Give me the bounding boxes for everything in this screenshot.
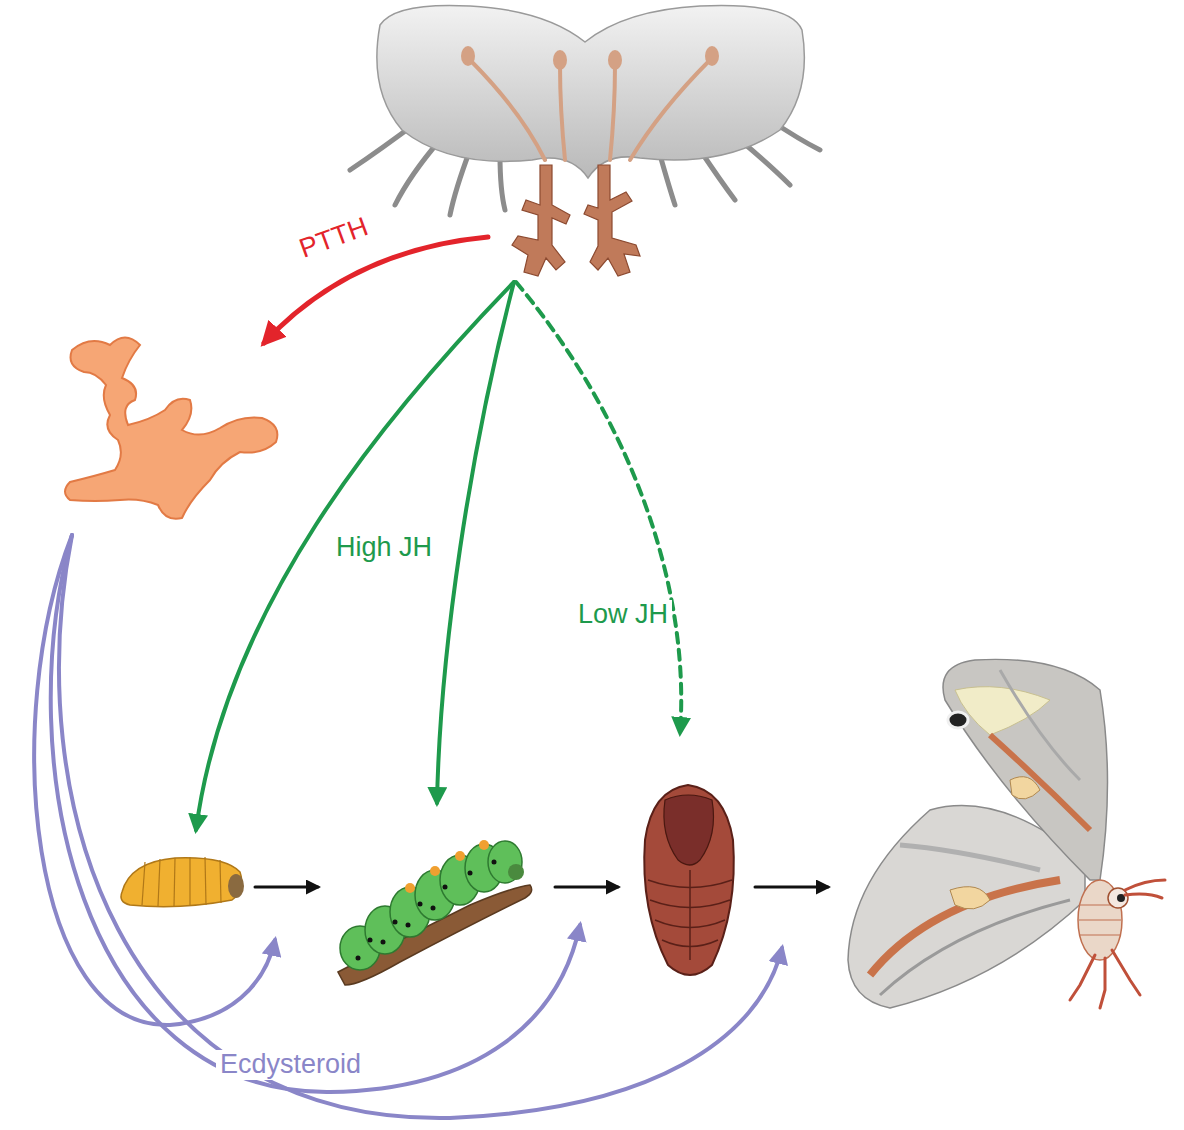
adult-moth	[1079, 905, 1121, 935]
hormone-arrows	[755, 886, 828, 889]
caterpillar	[468, 871, 473, 876]
hormone-arrows	[516, 282, 681, 733]
caterpillar	[356, 956, 361, 961]
caterpillar	[405, 883, 415, 893]
hormone-label: Low JH	[574, 600, 672, 630]
prothoracic-gland	[65, 338, 277, 519]
brain	[560, 65, 565, 160]
adult-moth	[900, 845, 1040, 870]
brain	[461, 46, 719, 70]
brain	[660, 155, 675, 205]
caterpillar	[479, 840, 489, 850]
pupa	[689, 870, 691, 960]
brain	[630, 60, 710, 160]
first-larva	[205, 857, 206, 905]
caterpillar	[455, 851, 465, 861]
adult-moth	[880, 900, 1070, 995]
first-larva	[158, 859, 160, 906]
brain	[608, 50, 622, 70]
adult-moth	[870, 880, 1060, 975]
brain	[705, 46, 719, 66]
pupa	[644, 785, 734, 975]
caterpillar	[508, 864, 524, 880]
first-larva	[228, 874, 244, 898]
hormone-label: High JH	[332, 533, 436, 563]
prothoracic-gland	[65, 338, 277, 519]
adult-moth	[1112, 950, 1140, 995]
caterpillar	[418, 902, 423, 907]
adult-moth	[990, 735, 1090, 830]
brain	[584, 165, 640, 276]
adult-moth	[1070, 955, 1095, 1000]
first-larva	[121, 857, 244, 907]
brain	[512, 165, 570, 276]
adult-moth	[1125, 880, 1165, 890]
adult-moth	[943, 659, 1108, 880]
adult-moth	[1000, 670, 1080, 780]
adult-moth	[1010, 777, 1040, 799]
adult-moth	[848, 659, 1165, 1008]
pupa	[644, 785, 734, 975]
first-larva	[189, 857, 190, 906]
brain	[395, 140, 440, 205]
pupa	[664, 795, 714, 865]
caterpillar	[381, 940, 386, 945]
caterpillar	[356, 860, 497, 961]
hormone-arrows	[34, 237, 828, 1118]
hormone-label: Ecdysteroid	[216, 1050, 365, 1080]
first-larva	[121, 858, 242, 907]
hormone-label: PTTH	[292, 211, 376, 266]
hormone-arrows	[555, 886, 618, 889]
brain	[450, 150, 470, 215]
caterpillar	[406, 923, 411, 928]
hormone-arrows	[255, 886, 318, 889]
hormone-arrows	[196, 282, 514, 830]
hormone-arrows	[437, 282, 514, 803]
brain	[470, 60, 710, 160]
brain	[377, 5, 805, 178]
caterpillar	[405, 840, 489, 893]
brain	[470, 60, 545, 160]
caterpillar	[430, 866, 440, 876]
adult-moth	[1080, 934, 1120, 935]
adult-moth	[1125, 894, 1162, 898]
adult-moth	[950, 887, 990, 909]
first-larva	[174, 858, 175, 906]
caterpillar	[393, 920, 398, 925]
adult-moth	[1100, 958, 1105, 1008]
caterpillar	[368, 938, 373, 943]
adult-moth	[1079, 919, 1121, 920]
pupa	[648, 870, 732, 960]
brain	[610, 65, 615, 160]
first-larva	[142, 857, 221, 906]
brain	[500, 155, 505, 210]
adult-moth	[1070, 880, 1165, 1008]
brain	[553, 50, 567, 70]
hormone-arrows	[51, 535, 580, 1092]
first-larva	[142, 862, 145, 905]
hormone-arrows	[59, 535, 782, 1118]
caterpillar	[443, 885, 448, 890]
brain	[461, 46, 475, 66]
caterpillar	[492, 860, 497, 865]
adult-moth	[948, 712, 968, 728]
brain	[512, 165, 640, 276]
brain	[350, 5, 820, 276]
caterpillar	[431, 906, 436, 911]
first-larva	[220, 860, 221, 903]
caterpillar	[340, 841, 522, 970]
caterpillar	[338, 840, 532, 985]
